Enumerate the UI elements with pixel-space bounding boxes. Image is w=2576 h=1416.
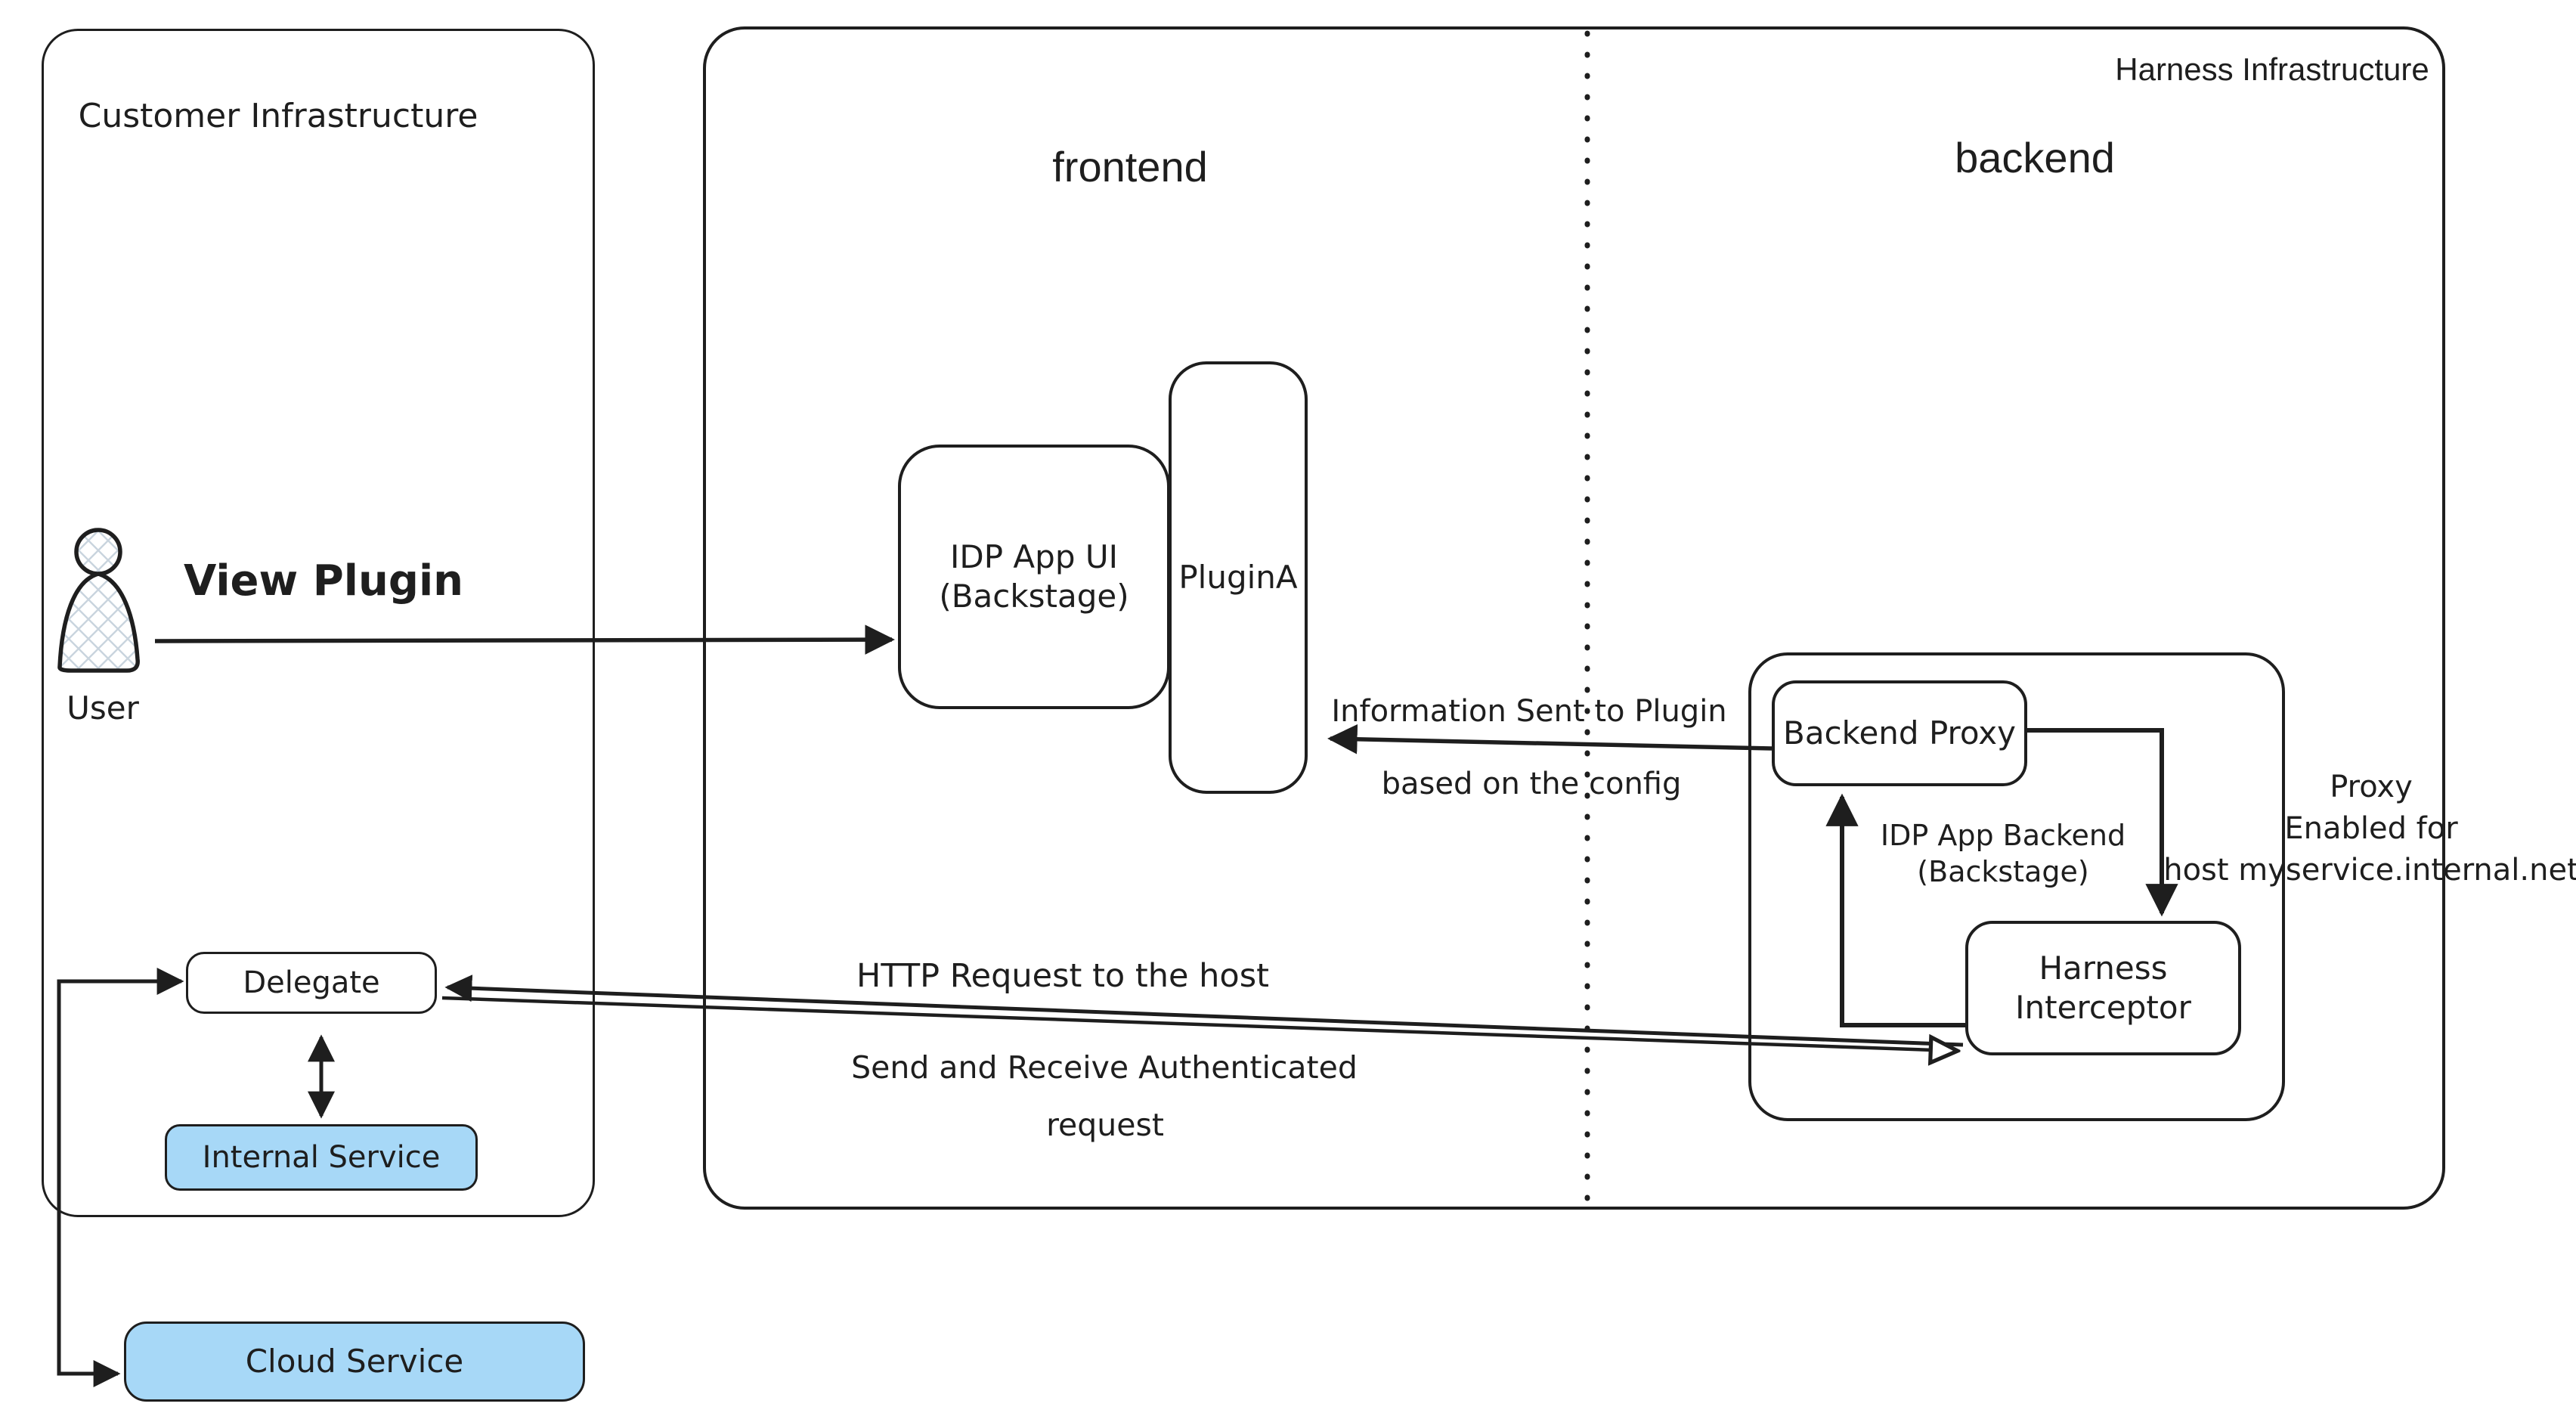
- backend-proxy-label: Backend Proxy: [1783, 714, 2016, 751]
- idp-app-backend-container: [1748, 652, 2285, 1121]
- harness-interceptor-node: Harness Interceptor: [1965, 921, 2241, 1055]
- plugin-a-node: PluginA: [1169, 361, 1308, 794]
- backend-proxy-node: Backend Proxy: [1772, 680, 2027, 786]
- frontend-section-label: frontend: [1052, 143, 1208, 191]
- harness-infrastructure-region: [703, 26, 2445, 1210]
- proxy-enabled-line2: Enabled for: [2284, 810, 2458, 846]
- info-sent-edge-label-line2: based on the config: [1381, 767, 1682, 801]
- harness-interceptor-label-line1: Harness: [2039, 949, 2168, 987]
- send-receive-edge-label-line2: request: [1046, 1107, 1164, 1143]
- cloud-service-label: Cloud Service: [245, 1342, 464, 1380]
- harness-interceptor-label-line2: Interceptor: [2015, 989, 2191, 1026]
- view-plugin-edge-label: View Plugin: [183, 556, 464, 606]
- harness-region-title: Harness Infrastructure: [2115, 51, 2429, 87]
- customer-region-title: Customer Infrastructure: [78, 97, 478, 135]
- internal-service-node: Internal Service: [165, 1124, 478, 1191]
- idp-app-ui-label-line2: (Backstage): [939, 578, 1129, 615]
- customer-infrastructure-region: [42, 29, 595, 1217]
- internal-service-label: Internal Service: [202, 1140, 441, 1175]
- idp-app-backend-label-line1: IDP App Backend: [1880, 819, 2126, 852]
- idp-app-ui-label-line1: IDP App UI: [950, 538, 1118, 575]
- proxy-enabled-line1: Proxy: [2330, 770, 2413, 804]
- proxy-enabled-annotation: Proxy Enabled for host myservice.interna…: [2163, 767, 2576, 891]
- delegate-node: Delegate: [186, 952, 437, 1014]
- plugin-a-label: PluginA: [1178, 558, 1298, 596]
- cloud-service-node: Cloud Service: [124, 1321, 585, 1402]
- backend-section-label: backend: [1955, 134, 2115, 181]
- idp-app-backend-label: IDP App Backend (Backstage): [1881, 818, 2126, 890]
- idp-app-backend-label-line2: (Backstage): [1917, 854, 2089, 888]
- http-request-edge-label: HTTP Request to the host: [856, 957, 1269, 995]
- delegate-label: Delegate: [243, 965, 380, 1000]
- proxy-enabled-line3: host myservice.internal.net: [2163, 852, 2576, 888]
- info-sent-edge-label-line1: Information Sent to Plugin: [1331, 694, 1727, 729]
- send-receive-edge-label-line1: Send and Receive Authenticated: [851, 1049, 1358, 1086]
- idp-app-ui-node: IDP App UI (Backstage): [898, 445, 1170, 709]
- user-actor-label: User: [67, 689, 139, 727]
